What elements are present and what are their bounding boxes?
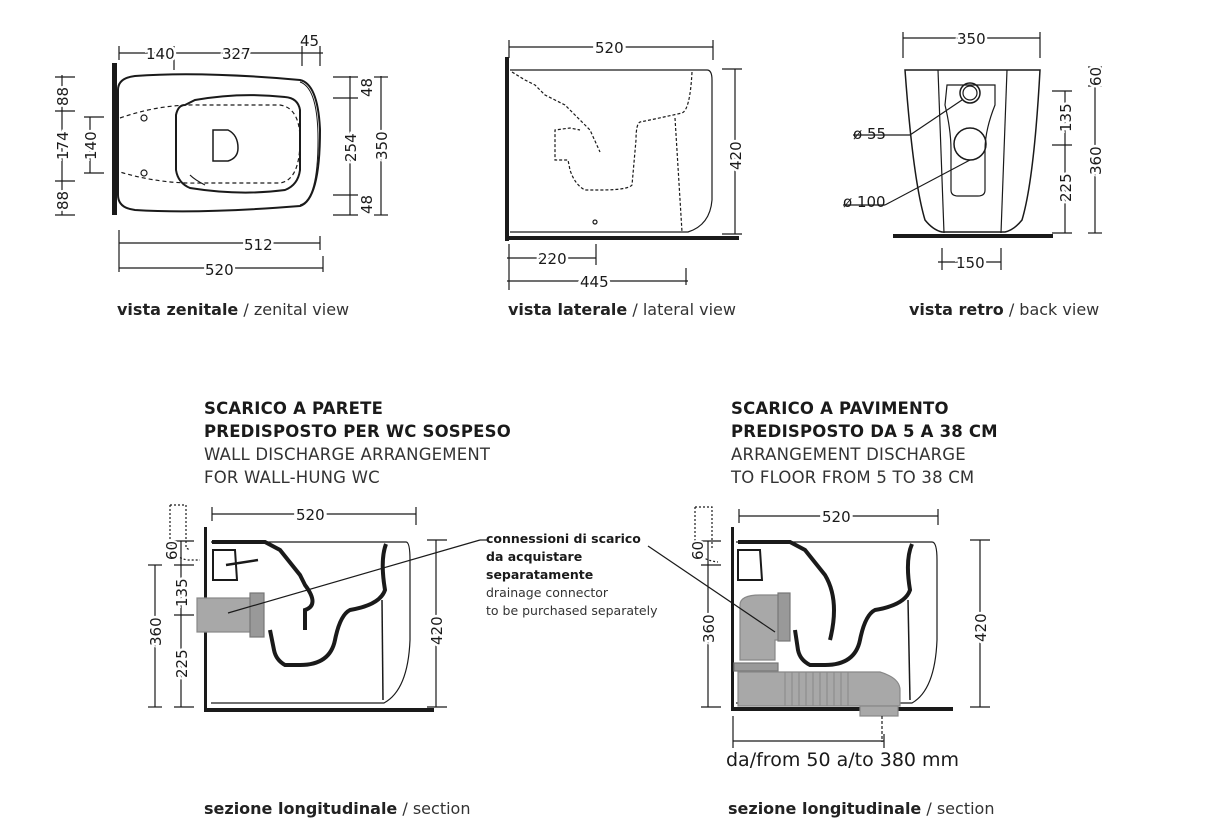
note-en-1: drainage connector — [486, 585, 609, 600]
dim-zenital-right-total: 350 — [373, 131, 391, 160]
caption-lateral-en: lateral view — [642, 300, 736, 319]
dim-zenital-left-top: 88 — [54, 87, 72, 106]
caption-wall-en: section — [412, 799, 471, 818]
zenital-view-drawing — [55, 46, 388, 272]
dim-zenital-bottom-total: 520 — [205, 261, 234, 279]
note-it-2: da acquistare — [486, 549, 583, 564]
dim-wall-left-c: 225 — [173, 649, 191, 678]
back-view-drawing — [843, 32, 1102, 270]
floor-title-en-1: ARRANGEMENT DISCHARGE — [731, 445, 966, 464]
caption-separator: / — [627, 300, 643, 319]
dim-back-right-top: 60 — [1087, 67, 1105, 86]
dim-zenital-right-mid: 254 — [342, 133, 360, 162]
floor-title-en-2: TO FLOOR FROM 5 TO 38 CM — [731, 468, 975, 487]
wall-title-it-1: SCARICO A PARETE — [204, 399, 384, 418]
dim-wall-left-total: 360 — [147, 617, 165, 646]
floor-title-it-1: SCARICO A PAVIMENTO — [731, 399, 949, 418]
floor-section-drawing — [647, 506, 990, 748]
dim-zenital-bottom-inner: 512 — [244, 236, 273, 254]
dim-back-bottom: 150 — [956, 254, 985, 272]
dim-lateral-right: 420 — [727, 141, 745, 170]
dim-zenital-right-bottom: 48 — [358, 195, 376, 214]
lateral-view-drawing — [505, 40, 742, 290]
dim-back-right-low: 225 — [1057, 173, 1075, 202]
dim-zenital-left-mid: 174 — [54, 131, 72, 160]
dim-zenital-left-bottom: 88 — [54, 191, 72, 210]
dim-zenital-left-inner: 140 — [82, 131, 100, 160]
drainage-connector-note: connessioni di scarico da acquistare sep… — [486, 530, 657, 620]
caption-floor-en: section — [936, 799, 995, 818]
dim-floor-left-total: 360 — [700, 614, 718, 643]
wall-section-drawing — [148, 504, 487, 712]
dim-wall-left-b: 135 — [173, 578, 191, 607]
dim-lateral-bottom-a: 220 — [538, 250, 567, 268]
caption-zenital: vista zenitale / zenital view — [117, 300, 349, 319]
caption-floor-it: sezione longitudinale — [728, 799, 922, 818]
dim-back-right-total: 360 — [1087, 146, 1105, 175]
note-it-3: separatamente — [486, 567, 594, 582]
caption-wall-it: sezione longitudinale — [204, 799, 398, 818]
note-it-1: connessioni di scarico — [486, 531, 641, 546]
floor-title-it-2: PREDISPOSTO DA 5 A 38 CM — [731, 422, 998, 441]
dim-lateral-top: 520 — [595, 39, 624, 57]
caption-zenital-en: zenital view — [253, 300, 350, 319]
dim-back-pipe-large: ø 100 — [843, 193, 886, 211]
dim-floor-left-a: 60 — [689, 541, 707, 560]
caption-back: vista retro / back view — [909, 300, 1099, 319]
caption-separator: / — [238, 300, 254, 319]
dim-zenital-top-right: 45 — [300, 32, 319, 50]
dim-floor-right: 420 — [972, 613, 990, 642]
caption-back-en: back view — [1019, 300, 1100, 319]
floor-range-label: da/from 50 a/to 380 mm — [726, 749, 960, 771]
wall-title-en-1: WALL DISCHARGE ARRANGEMENT — [204, 445, 491, 464]
dimension-labels: 140 327 45 512 520 88 174 88 140 48 254 … — [52, 28, 1108, 681]
wall-title-it-2: PREDISPOSTO PER WC SOSPESO — [204, 422, 511, 441]
dim-wall-left-a: 60 — [163, 541, 181, 560]
caption-back-it: vista retro — [909, 300, 1004, 319]
dim-wall-right: 420 — [428, 616, 446, 645]
dim-zenital-top-mid: 327 — [222, 45, 251, 63]
caption-zenital-it: vista zenitale — [117, 300, 239, 319]
caption-floor-section: sezione longitudinale / section — [728, 799, 994, 818]
dim-back-pipe-small: ø 55 — [853, 125, 886, 143]
caption-separator: / — [397, 799, 413, 818]
caption-lateral-it: vista laterale — [508, 300, 628, 319]
dim-floor-top: 520 — [822, 508, 851, 526]
dim-zenital-top-left: 140 — [146, 45, 175, 63]
dim-zenital-right-top: 48 — [358, 78, 376, 97]
dim-lateral-bottom-b: 445 — [580, 273, 609, 291]
caption-wall-section: sezione longitudinale / section — [204, 799, 470, 818]
dim-back-right-mid: 135 — [1057, 103, 1075, 132]
floor-section-title: SCARICO A PAVIMENTO PREDISPOSTO DA 5 A 3… — [731, 397, 998, 489]
dim-back-top: 350 — [957, 30, 986, 48]
caption-separator: / — [921, 799, 937, 818]
note-en-2: to be purchased separately — [486, 603, 658, 618]
caption-separator: / — [1003, 300, 1020, 319]
dim-wall-top: 520 — [296, 506, 325, 524]
wall-section-title: SCARICO A PARETE PREDISPOSTO PER WC SOSP… — [204, 397, 511, 489]
caption-lateral: vista laterale / lateral view — [508, 300, 736, 319]
wall-title-en-2: FOR WALL-HUNG WC — [204, 468, 380, 487]
